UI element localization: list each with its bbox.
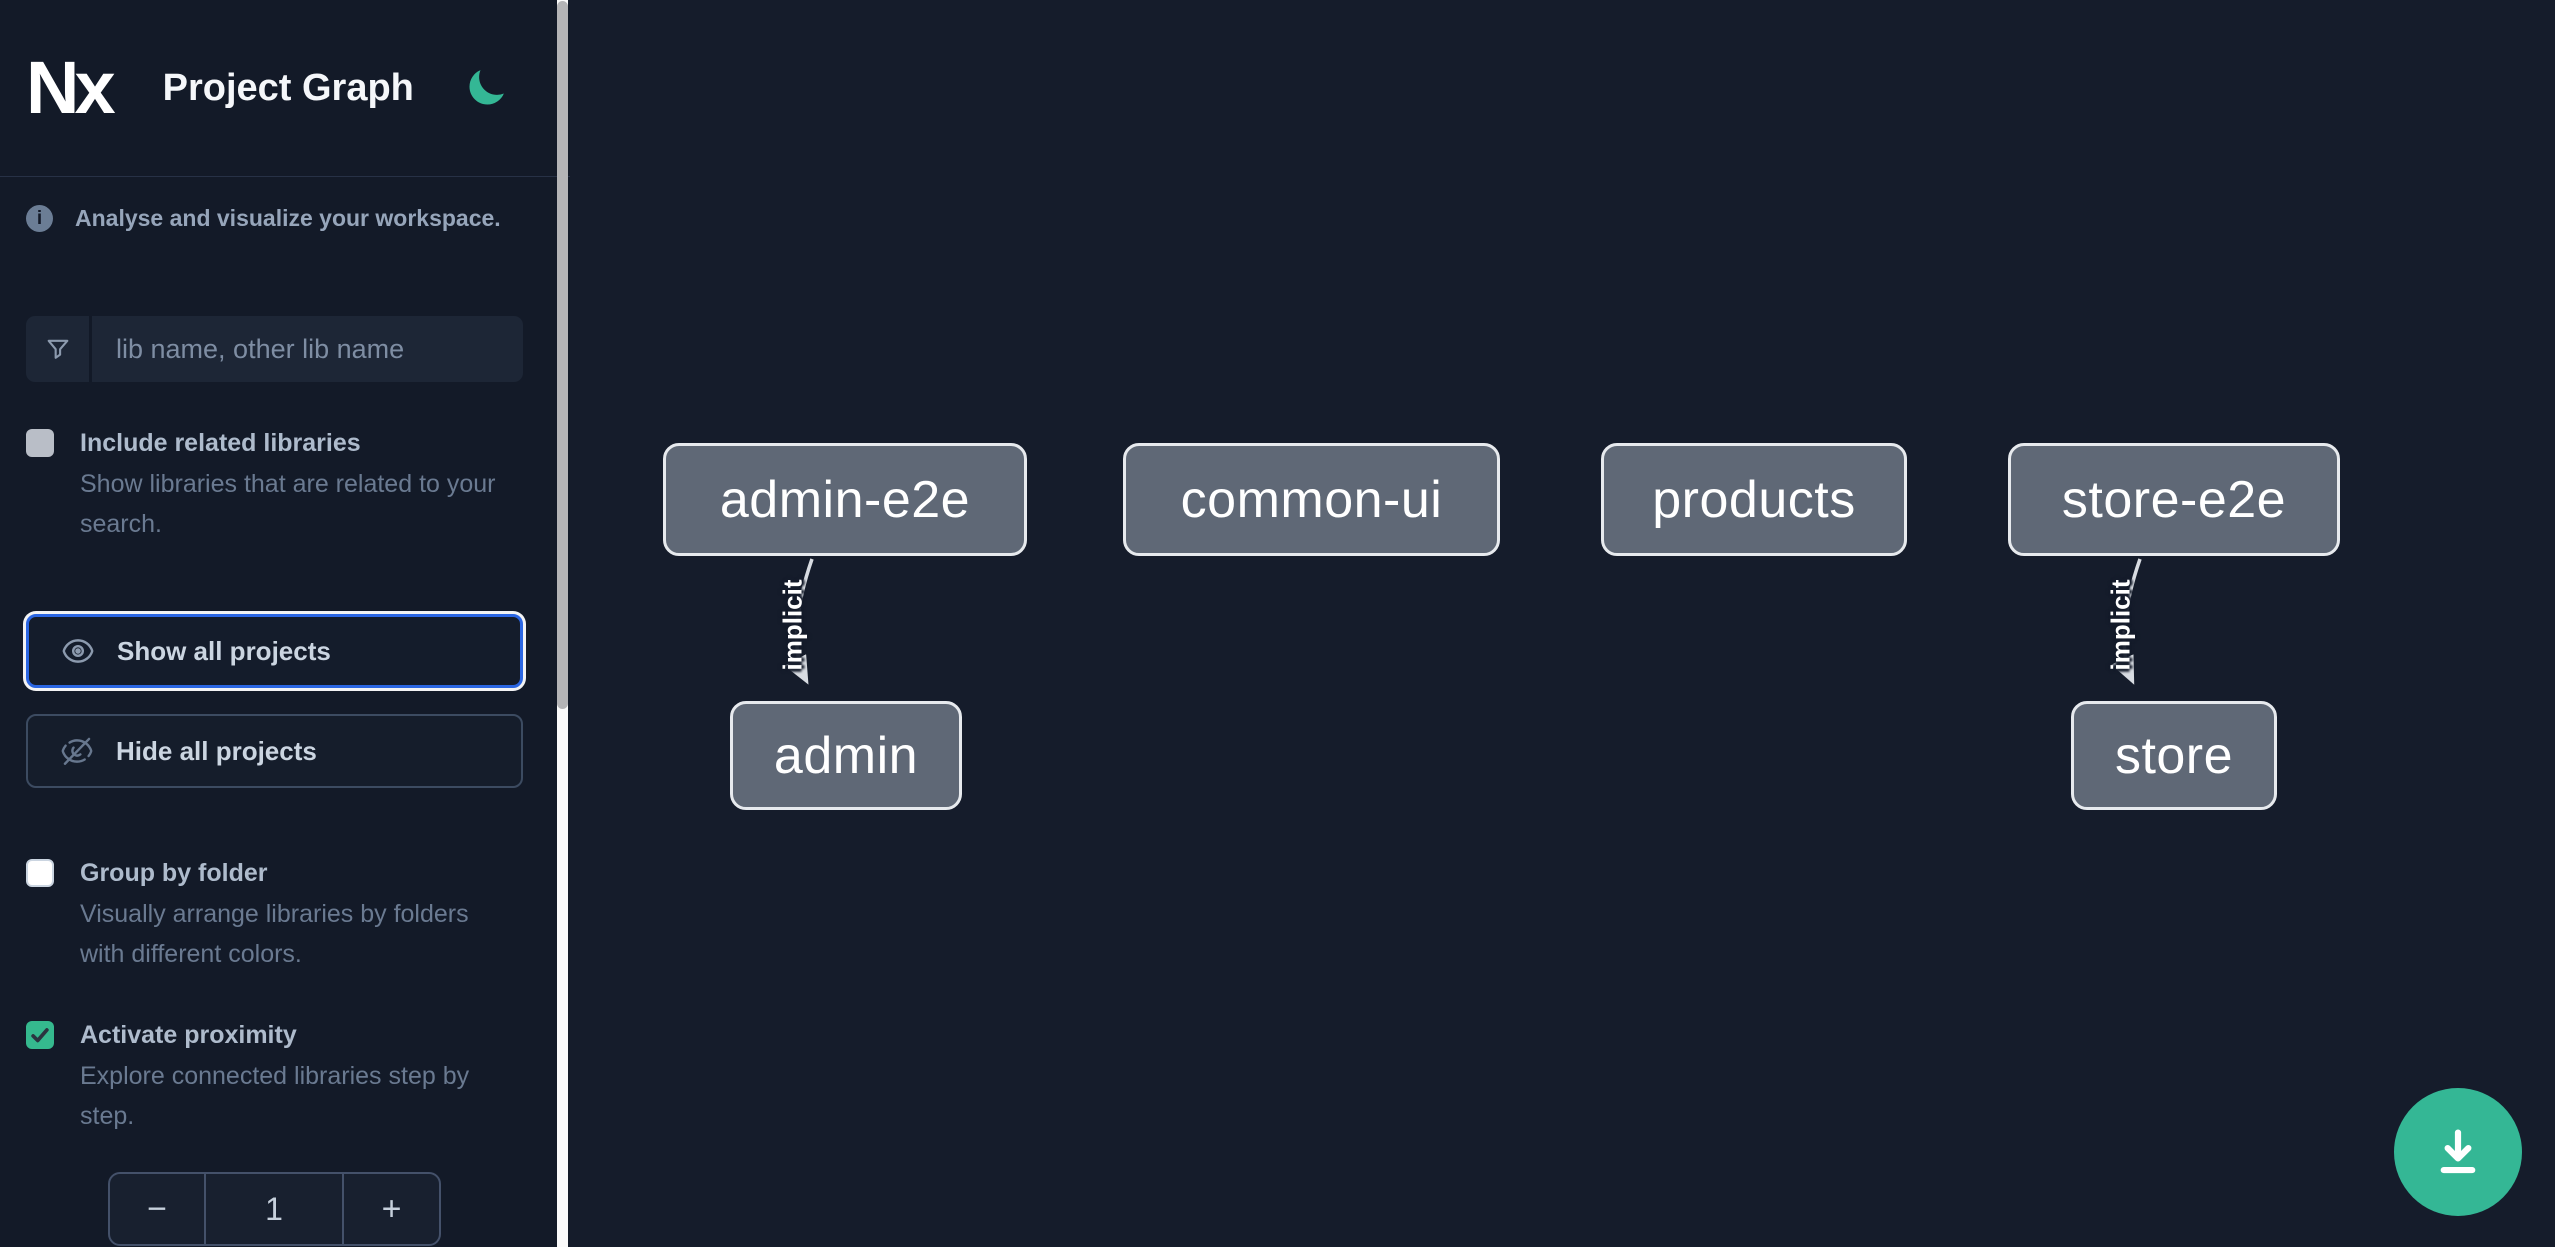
include-related-toggle: Include related libraries Show libraries… bbox=[26, 426, 544, 544]
toggle-label: Include related libraries bbox=[80, 429, 361, 457]
node-label: products bbox=[1652, 470, 1856, 529]
sidebar-header: Nx Project Graph bbox=[0, 0, 570, 177]
scrollbar-thumb[interactable] bbox=[557, 1, 568, 709]
download-button[interactable] bbox=[2394, 1088, 2522, 1216]
toggle-label: Activate proximity bbox=[80, 1021, 297, 1049]
proximity-increment-button[interactable]: + bbox=[344, 1174, 439, 1244]
eye-icon bbox=[61, 634, 95, 668]
graph-canvas[interactable]: implicit implicit admin-e2e common-ui pr… bbox=[570, 0, 2555, 1247]
toggle-description: Explore connected libraries step by step… bbox=[80, 1062, 470, 1130]
edge-label-implicit: implicit bbox=[777, 579, 808, 671]
edge-label-implicit: implicit bbox=[2105, 579, 2136, 671]
info-icon: i bbox=[26, 205, 53, 232]
edge-store-e2e-store[interactable] bbox=[2111, 558, 2142, 685]
node-admin[interactable]: admin bbox=[730, 701, 962, 810]
check-icon bbox=[29, 1024, 51, 1046]
node-label: common-ui bbox=[1180, 470, 1443, 529]
toggle-description: Show libraries that are related to your … bbox=[80, 470, 496, 538]
button-label: Show all projects bbox=[117, 635, 331, 666]
node-products[interactable]: products bbox=[1601, 443, 1907, 556]
proximity-stepper: − 1 + bbox=[108, 1172, 441, 1246]
toggle-label: Group by folder bbox=[80, 859, 268, 887]
checkbox-include-related[interactable] bbox=[26, 429, 54, 457]
group-by-folder-toggle: Group by folder Visually arrange librari… bbox=[26, 856, 544, 974]
node-store-e2e[interactable]: store-e2e bbox=[2008, 443, 2340, 556]
download-icon bbox=[2427, 1121, 2489, 1183]
sidebar-scrollbar[interactable] bbox=[557, 0, 568, 1247]
nx-logo: Nx bbox=[26, 46, 116, 129]
page-title: Project Graph bbox=[162, 66, 414, 109]
sidebar: Nx Project Graph i Analyse and visualize… bbox=[0, 0, 570, 1247]
node-store[interactable]: store bbox=[2071, 701, 2277, 810]
node-common-ui[interactable]: common-ui bbox=[1123, 443, 1500, 556]
node-label: admin-e2e bbox=[719, 470, 971, 529]
graph-edges bbox=[784, 558, 2142, 685]
filter-input-group bbox=[26, 316, 523, 382]
node-label: store bbox=[2114, 726, 2234, 785]
proximity-decrement-button[interactable]: − bbox=[110, 1174, 204, 1244]
theme-toggle-button[interactable] bbox=[464, 66, 508, 110]
hide-all-projects-button[interactable]: Hide all projects bbox=[26, 714, 523, 788]
activate-proximity-toggle: Activate proximity Explore connected lib… bbox=[26, 1018, 544, 1136]
tagline: Analyse and visualize your workspace. bbox=[75, 205, 501, 231]
show-all-projects-button[interactable]: Show all projects bbox=[26, 614, 523, 688]
workspace-info-row: i Analyse and visualize your workspace. bbox=[26, 205, 544, 232]
toggle-description: Visually arrange libraries by folders wi… bbox=[80, 900, 469, 968]
node-label: admin bbox=[773, 726, 919, 785]
node-label: store-e2e bbox=[2061, 470, 2287, 529]
button-label: Hide all projects bbox=[116, 735, 317, 766]
edge-admin-e2e-admin[interactable] bbox=[784, 558, 814, 685]
search-input[interactable] bbox=[92, 316, 523, 382]
eye-off-icon bbox=[60, 734, 94, 768]
moon-icon bbox=[464, 66, 508, 110]
filter-funnel-icon bbox=[26, 316, 92, 382]
checkbox-activate-proximity[interactable] bbox=[26, 1021, 54, 1049]
checkbox-group-by-folder[interactable] bbox=[26, 859, 54, 887]
node-admin-e2e[interactable]: admin-e2e bbox=[663, 443, 1027, 556]
proximity-value: 1 bbox=[204, 1174, 344, 1244]
